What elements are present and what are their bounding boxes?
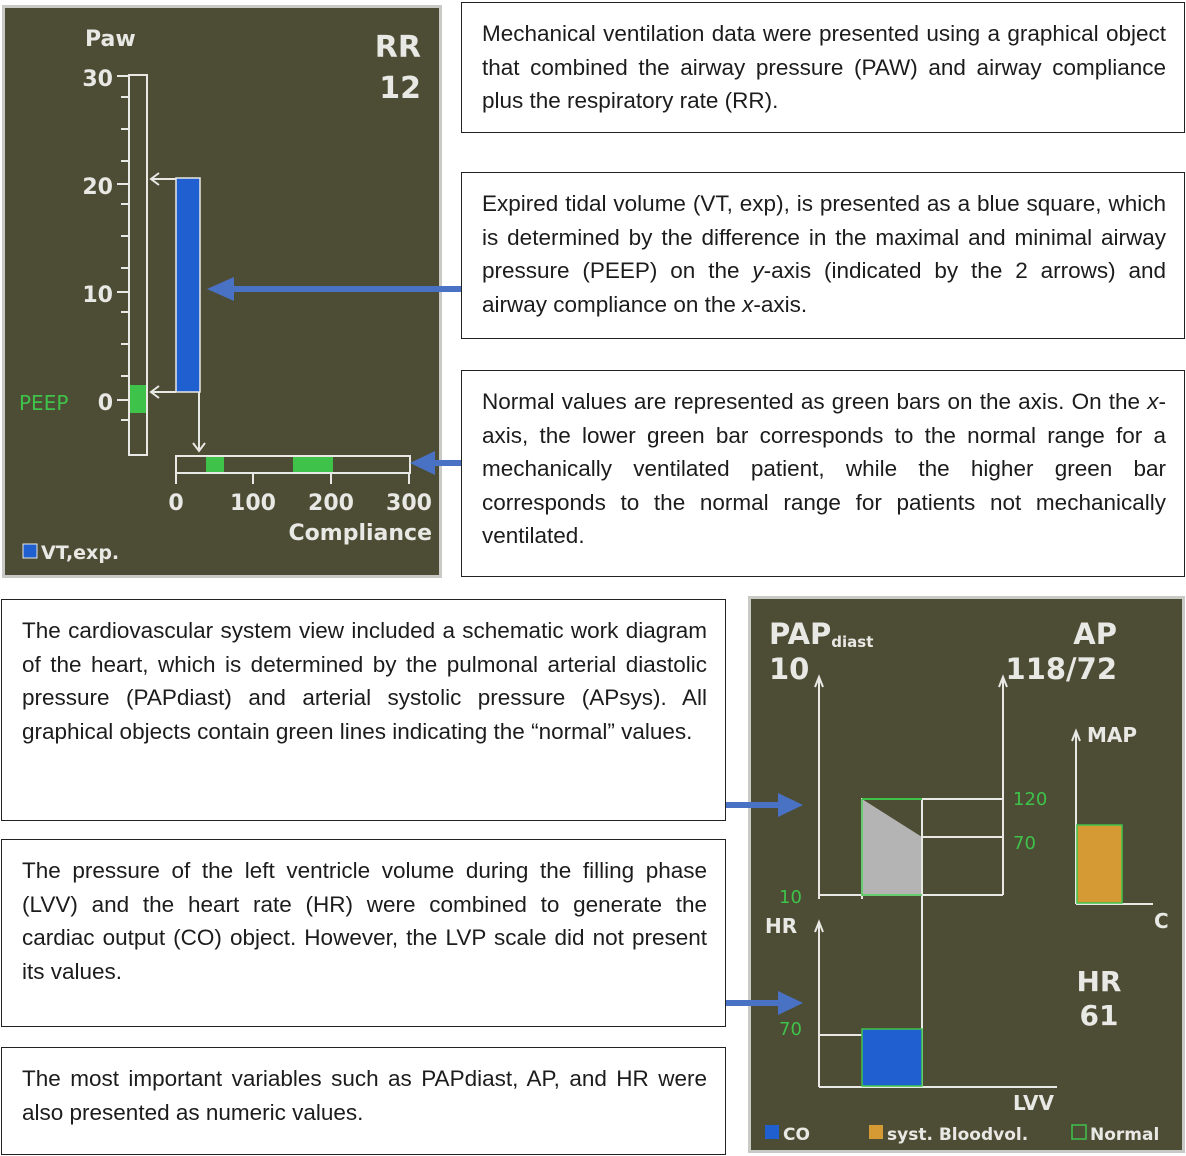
co-legend-swatch: [765, 1125, 779, 1139]
ventilated-normal-bar: [206, 457, 224, 472]
hr-axis: [814, 919, 1057, 1088]
annotation-text: The cardiovascular system view included …: [22, 618, 707, 744]
bloodvol-legend-label: syst. Bloodvol.: [887, 1125, 1028, 1145]
arrow-to-compliance-axis-icon: [410, 451, 461, 475]
pap-label: PAPdiast: [769, 617, 873, 651]
map-axis: [1071, 728, 1153, 905]
vt-exp-bar: [175, 177, 201, 393]
work-diagram-area: [862, 799, 922, 895]
max-pressure-arrow: [149, 172, 176, 186]
compliance-tick-300: 300: [386, 491, 432, 516]
annotation-box-cardiac-output: The pressure of the left ventricle volum…: [1, 839, 726, 1027]
hr-label: HR: [1077, 965, 1122, 998]
syst-bloodvol-bar: [1076, 824, 1123, 904]
arrow-to-vt-bar-icon: [207, 277, 461, 301]
paw-tick-30: 30: [82, 67, 113, 92]
work-diagram-normal-outline: [861, 799, 922, 896]
paw-tick-10: 10: [82, 283, 113, 308]
paw-tick-20: 20: [82, 175, 113, 200]
peep-normal-bar: [130, 385, 146, 413]
co-bar: [861, 1028, 923, 1087]
lvv-label: LVV: [1013, 1091, 1054, 1115]
rr-value: 12: [379, 71, 421, 106]
compliance-axis: [175, 455, 411, 474]
ap-tick-120: 120: [1013, 789, 1047, 810]
peep-arrow: [149, 385, 176, 399]
annotation-text: The most important variables such as PAP…: [22, 1066, 707, 1125]
annotation-box-tidal-volume: Expired tidal volume (VT, exp), is prese…: [461, 172, 1185, 339]
bloodvol-legend-swatch: [869, 1125, 883, 1139]
map-label: MAP: [1087, 723, 1137, 747]
paw-label: Paw: [85, 27, 136, 52]
annotation-text: Mechanical ventilation data were present…: [482, 21, 1166, 113]
compliance-tick-0: 0: [168, 491, 183, 516]
ap-value: 118/72: [1006, 652, 1117, 686]
vt-legend-swatch: [22, 543, 38, 559]
annotation-text: The pressure of the left ventricle volum…: [22, 858, 707, 984]
annotation-box-ventilation: Mechanical ventilation data were present…: [461, 2, 1185, 133]
compliance-axis-ticks: [175, 473, 410, 484]
rr-label: RR: [375, 30, 421, 65]
pap-axis: [814, 674, 824, 899]
pap-value: 10: [769, 652, 809, 686]
cardio-graphic: PAPdiast 10 AP 118/72 120 70 10: [765, 617, 1169, 1145]
annotation-text: Normal values are represented as green b…: [482, 389, 1166, 548]
normal-legend-swatch: [1071, 1124, 1087, 1140]
hr-axis-label: HR: [765, 914, 797, 938]
annotation-box-numeric-values: The most important variables such as PAP…: [1, 1047, 726, 1155]
compliance-tick-200: 200: [308, 491, 354, 516]
c-label: C: [1154, 909, 1169, 933]
arrow-to-co-chart-icon: [726, 991, 803, 1015]
ap-axis: [998, 674, 1008, 895]
co-legend-label: CO: [783, 1125, 810, 1145]
annotation-box-cardiovascular: The cardiovascular system view included …: [1, 599, 726, 821]
compliance-label: Compliance: [289, 521, 432, 546]
hr-tick-70: 70: [779, 1019, 802, 1040]
pap-tick-10: 10: [779, 887, 802, 908]
ventilation-graphic: Paw RR 12 30 20 10 0 PEEP: [19, 27, 432, 564]
peep-label: PEEP: [19, 391, 68, 415]
paw-tick-0: 0: [98, 391, 113, 416]
normal-legend-label: Normal: [1090, 1125, 1159, 1145]
paw-axis-ticks: [117, 75, 129, 421]
hr-value: 61: [1080, 999, 1119, 1032]
compliance-arrow: [192, 392, 206, 453]
vt-legend-label: VT,exp.: [41, 542, 119, 564]
compliance-tick-100: 100: [230, 491, 276, 516]
arrow-to-work-diagram-icon: [726, 793, 803, 817]
cardio-panel: PAPdiast 10 AP 118/72 120 70 10: [748, 596, 1185, 1153]
paw-axis: [128, 74, 148, 456]
annotation-text: Expired tidal volume (VT, exp), is prese…: [482, 191, 1167, 317]
ap-label: AP: [1073, 617, 1117, 651]
ap-tick-70: 70: [1013, 833, 1036, 854]
annotation-box-normal-values: Normal values are represented as green b…: [461, 370, 1185, 577]
non-ventilated-normal-bar: [293, 457, 333, 472]
